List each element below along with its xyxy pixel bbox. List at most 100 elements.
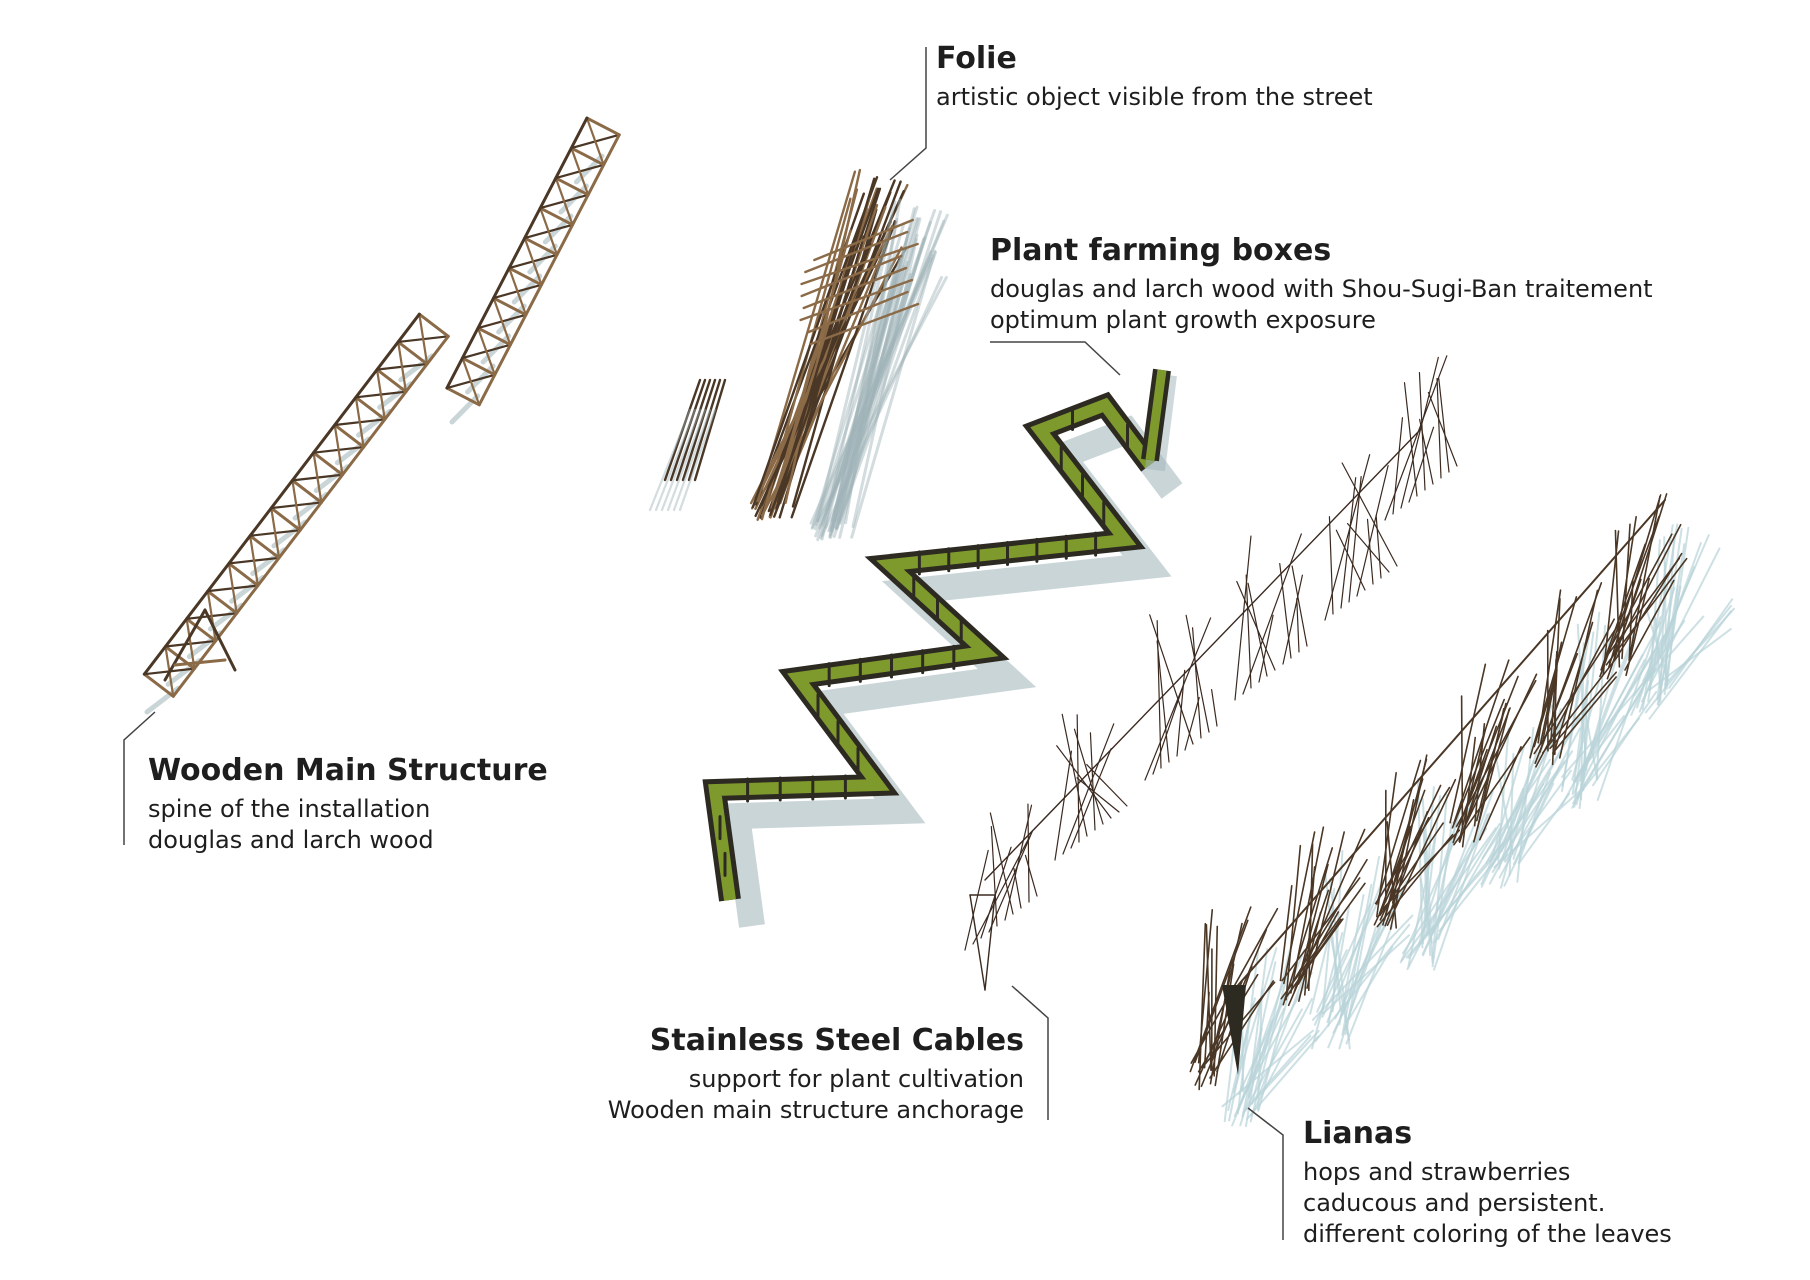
- liana-leaf-stroke: [1663, 533, 1676, 696]
- small-stick-shadow: [648, 408, 692, 512]
- liana-leaf-stroke: [1321, 934, 1411, 1015]
- wood-bottom-chord: [171, 334, 450, 698]
- wood-diagonal-brace: [249, 534, 259, 587]
- small-stick: [669, 378, 707, 482]
- steel-cable-line: [964, 849, 989, 951]
- liana-vine-stroke: [1279, 884, 1293, 982]
- folie-stick-shadow: [828, 272, 912, 537]
- liana-vine-stroke: [1625, 577, 1650, 677]
- liana-vine-stroke: [1297, 911, 1340, 985]
- liana-vine-stroke: [1616, 552, 1683, 657]
- steel-cable-line: [1056, 745, 1112, 819]
- wood-diagonal-brace: [375, 368, 386, 421]
- folie-stick: [784, 168, 862, 504]
- wood-post: [142, 672, 175, 698]
- steel-cable-line: [1279, 562, 1292, 659]
- liana-vine-stroke: [1194, 919, 1249, 1063]
- wooden-structure-leader-line: [123, 711, 156, 845]
- liana-leaf-stroke: [1236, 949, 1260, 1115]
- steel-cable-line: [1348, 476, 1362, 603]
- plant-farming-boxes-label: Plant farming boxes douglas and larch wo…: [990, 236, 1653, 336]
- folie-stick: [790, 220, 897, 519]
- wood-diagonal-brace: [570, 146, 590, 196]
- liana-leaf-stroke: [1421, 812, 1491, 955]
- steel-cable-anchor: [984, 894, 996, 991]
- wood-post: [476, 326, 512, 347]
- liana-vine-stroke: [1462, 673, 1538, 831]
- liana-leaf-stroke: [1659, 562, 1667, 703]
- wood-post: [492, 296, 528, 317]
- wood-diagonal-brace: [397, 340, 408, 393]
- liana-vine-stroke: [1600, 543, 1646, 671]
- folie-leader-line: [889, 47, 927, 181]
- liana-leaf-stroke: [1430, 806, 1461, 932]
- liana-leaf-stroke: [1233, 1008, 1285, 1118]
- steel-cable-line: [1062, 723, 1115, 855]
- folie-stick-shadow: [835, 250, 938, 530]
- wood-shadow-stroke: [449, 393, 481, 425]
- lianas-description-line: caducous and persistent.: [1303, 1189, 1606, 1217]
- liana-vine-stroke: [1621, 523, 1631, 660]
- wood-top-chord: [445, 116, 589, 390]
- liana-leaf-stroke: [1331, 849, 1344, 1013]
- plant-farming-boxes-drawing: [702, 368, 1183, 928]
- folie-drawing: [648, 168, 949, 542]
- wood-bottom-chord: [477, 133, 621, 407]
- liana-vine-stroke: [1203, 991, 1210, 1069]
- steel-cable-line: [1400, 356, 1439, 509]
- wood-post: [185, 617, 218, 643]
- liana-leaf-stroke: [1595, 624, 1607, 781]
- wood-post: [354, 395, 387, 421]
- wood-diagonal-brace: [418, 313, 429, 366]
- wood-post: [248, 534, 281, 560]
- steel-cable-line: [1408, 426, 1435, 503]
- folie-stick-shadow: [851, 238, 918, 528]
- liana-anchor: [1222, 985, 1246, 1075]
- liana-vine-stroke: [1376, 833, 1454, 928]
- steel-cable-line: [1156, 640, 1170, 763]
- folie-stick-shadow: [820, 209, 937, 527]
- plant-boxes-leader-line: [990, 341, 1121, 376]
- folie-stick-shadow: [820, 275, 944, 537]
- liana-vine-stroke: [1473, 708, 1510, 843]
- steel-cables-description-line: support for plant cultivation: [688, 1065, 1024, 1093]
- folie-stick-shadow: [832, 210, 943, 539]
- folie-description: artistic object visible from the street: [936, 83, 1373, 111]
- liana-leaf-stroke: [1640, 547, 1721, 703]
- steel-cable-line: [990, 825, 998, 927]
- steel-cable-line: [1073, 728, 1104, 825]
- wood-diagonal-brace: [476, 326, 496, 376]
- liana-leaf-stroke: [1647, 565, 1696, 682]
- folie-stick-shadow: [836, 207, 916, 524]
- liana-vine-stroke: [1541, 669, 1558, 746]
- lianas-title: Lianas: [1303, 1116, 1413, 1151]
- small-stick-shadow: [678, 408, 717, 512]
- liana-leaf-stroke: [1314, 923, 1411, 1043]
- steel-cable-line: [1152, 683, 1185, 775]
- liana-leaf-stroke: [1309, 936, 1330, 1015]
- wooden-main-structure-drawing: [142, 116, 621, 715]
- wood-post: [333, 423, 366, 449]
- steel-cables-title: Stainless Steel Cables: [649, 1023, 1024, 1058]
- steel-cable-line: [1089, 732, 1096, 831]
- wooden-main-structure-label: Wooden Main Structure spine of the insta…: [148, 756, 548, 856]
- liana-vine-stroke: [1458, 728, 1487, 842]
- liana-leaf-stroke: [1636, 586, 1676, 709]
- steel-cable-line: [1335, 529, 1366, 591]
- folie-stick-shadow: [828, 233, 919, 539]
- liana-vine-stroke: [1288, 858, 1368, 989]
- plant-boxes-description-line: optimum plant growth exposure: [990, 306, 1376, 334]
- small-stick: [675, 378, 712, 482]
- liana-leaf-stroke: [1580, 715, 1625, 772]
- liana-vine-stroke: [1306, 831, 1345, 989]
- folie-stick-shadow: [814, 219, 946, 538]
- liana-leaf-stroke: [1497, 727, 1510, 863]
- wood-diagonal-brace: [585, 116, 605, 166]
- leader-lines: [123, 47, 1284, 1240]
- liana-leaf-stroke: [1342, 920, 1384, 1032]
- folie-stick-shadow: [829, 236, 927, 539]
- liana-vine-stroke: [1287, 828, 1366, 1007]
- liana-vine-stroke: [1628, 495, 1661, 661]
- liana-vine-stroke: [1213, 925, 1219, 1077]
- liana-leaf-stroke: [1665, 585, 1679, 686]
